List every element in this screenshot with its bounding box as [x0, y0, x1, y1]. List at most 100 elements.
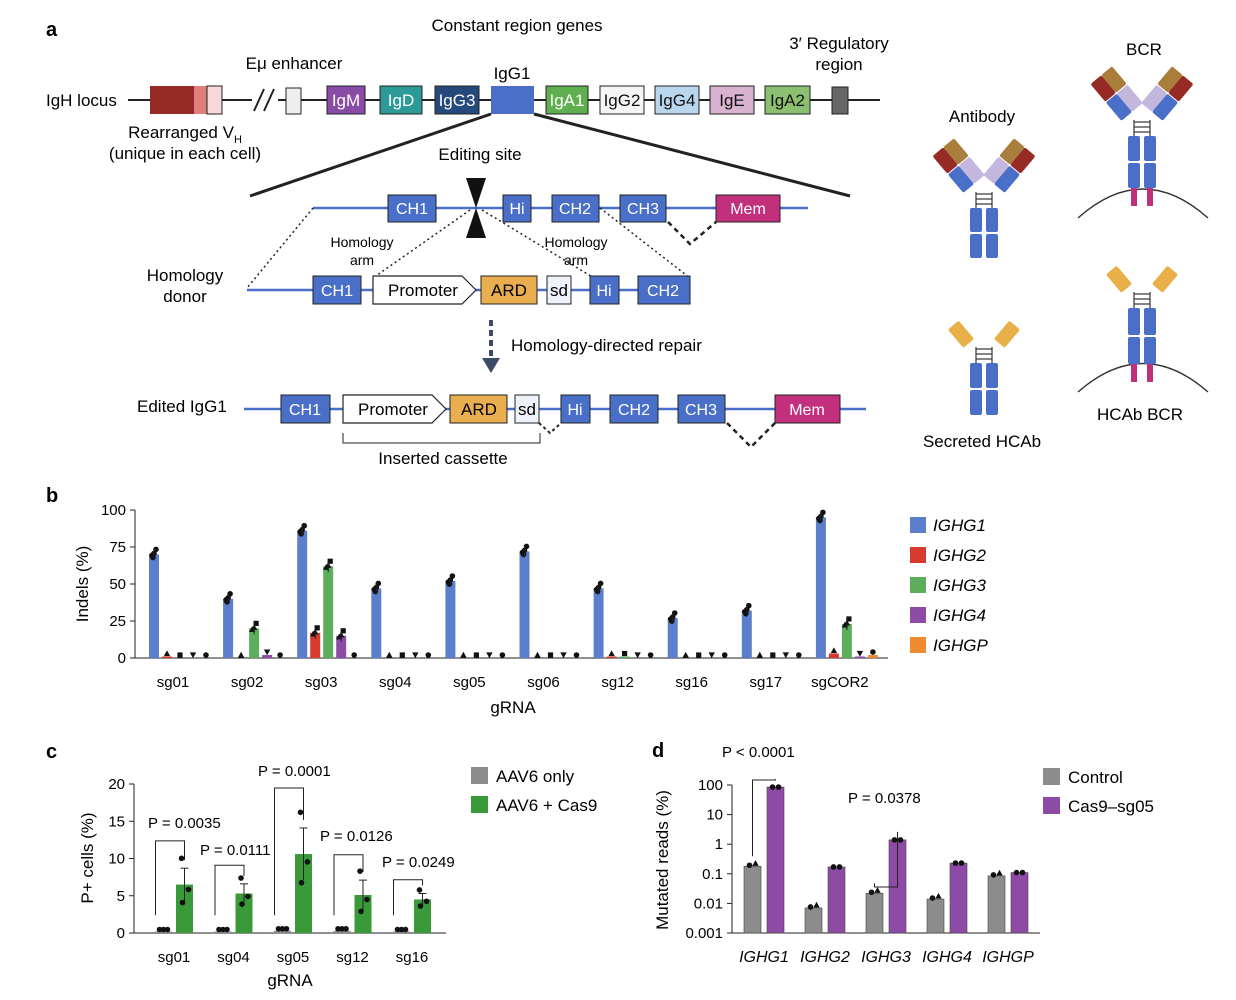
donor-ard: [480, 275, 538, 305]
data-point: [335, 925, 341, 932]
vh-domain: [933, 148, 958, 173]
bar-aav6-only: [274, 930, 291, 933]
data-point: [386, 651, 393, 658]
bar-ighg2: [162, 656, 172, 658]
legend-label-ighg2: IGHG2: [933, 546, 986, 565]
y-tick-label: 5: [117, 888, 125, 905]
data-point: [990, 872, 997, 878]
x-axis-title: gRNA: [267, 971, 313, 990]
data-point: [830, 647, 838, 654]
data-point: [224, 926, 230, 933]
gene-label-igm: IgM: [332, 91, 360, 110]
vl-domain: [1000, 139, 1024, 164]
data-point: [394, 926, 401, 933]
gene-label-igd: IgD: [388, 91, 414, 110]
ch1-domain: [1152, 94, 1178, 121]
data-point: [253, 620, 259, 626]
fc-domain: [986, 363, 998, 388]
fc-domain: [970, 208, 982, 232]
gene-label-iga2: IgA2: [770, 91, 805, 110]
data-point: [743, 610, 749, 617]
cl-domain: [959, 157, 984, 184]
y-tick-label: 25: [109, 613, 126, 630]
gene-label-iga1: IgA1: [550, 91, 585, 110]
donor-sd-label: sd: [550, 281, 568, 300]
cut-site-top: [466, 178, 486, 208]
cl-domain: [1142, 85, 1167, 112]
y-tick-label: 100: [698, 777, 723, 794]
gene-box-igm: [326, 85, 366, 115]
homology-arm-right-2: arm: [564, 252, 588, 268]
legend-swatch-ighg2: [910, 547, 926, 563]
data-point: [150, 554, 156, 561]
y-tick-label: 10: [108, 851, 125, 868]
ch3-label: CH3: [627, 201, 659, 218]
fc-domain: [970, 363, 982, 388]
break-mark-2: [263, 88, 275, 112]
bar-ighg3: [249, 628, 260, 658]
gene-box-igd: [379, 85, 423, 115]
vh-domain: [1091, 76, 1116, 101]
secreted-hcab-label: Secreted HCAb: [923, 432, 1041, 451]
edited-splice-2: [726, 422, 776, 449]
edited-sd-label: sd: [518, 400, 536, 419]
data-point: [245, 893, 251, 900]
data-point: [402, 926, 409, 933]
bar-ighg4: [262, 655, 273, 658]
data-point: [520, 551, 527, 558]
data-point: [856, 650, 864, 657]
fab-arm: [933, 139, 984, 193]
data-point: [721, 652, 728, 658]
y-axis-title: Mutated reads (%): [653, 790, 672, 930]
constant-region-title: Constant region genes: [431, 16, 602, 35]
bar-cas9-sg05: [1010, 872, 1029, 934]
data-point: [897, 837, 904, 843]
donor-sd: [546, 275, 572, 305]
p-value-label: P = 0.0249: [382, 854, 455, 871]
data-point: [298, 530, 305, 537]
vhh-domain: [1106, 266, 1132, 293]
data-point: [756, 651, 763, 658]
data-point: [399, 652, 405, 658]
fab-arm: [984, 139, 1035, 193]
legend-swatch: [1043, 797, 1060, 814]
tm-domain: [1147, 188, 1153, 206]
ch1-domain: [994, 166, 1020, 193]
panel-c-label: c: [46, 741, 57, 763]
legend-label-ighg3: IGHG3: [933, 576, 986, 595]
gene-box-igg3: [434, 85, 480, 115]
gene-box-iga1: [545, 85, 589, 115]
bar-control: [743, 865, 762, 934]
data-point: [817, 517, 823, 524]
x-tick-label: IGHG2: [800, 949, 850, 966]
homology-arm-left-2: arm: [350, 252, 374, 268]
data-point: [870, 649, 876, 655]
mem-label: Mem: [730, 201, 766, 218]
edited-ch1-label: CH1: [289, 402, 321, 419]
hdr-arrow-head: [482, 358, 500, 373]
legend-swatch: [471, 796, 488, 813]
data-point: [622, 650, 628, 657]
significance-bracket: [274, 787, 304, 916]
break-mark-1: [253, 88, 265, 112]
data-point: [283, 925, 290, 932]
data-point: [239, 901, 245, 907]
significance-bracket: [752, 779, 776, 857]
vh-domain: [1010, 148, 1035, 173]
bar-cas9-sg05: [766, 786, 785, 934]
bar-aav6-cas9: [414, 899, 431, 933]
gene-box-iga2: [764, 85, 811, 115]
vl-domain: [1158, 67, 1182, 92]
edited-mem-label: Mem: [789, 402, 825, 419]
y-axis-title: Indels (%): [73, 546, 92, 623]
data-point: [752, 860, 759, 866]
bar-control: [926, 898, 945, 934]
edited-ard: [449, 394, 508, 424]
bcr-illustration: [1091, 67, 1193, 206]
legend-swatch: [1043, 768, 1060, 785]
data-point: [594, 588, 601, 595]
fab-arm: [1106, 266, 1132, 293]
data-point: [830, 864, 837, 870]
y-tick-label: 0.1: [702, 866, 723, 883]
